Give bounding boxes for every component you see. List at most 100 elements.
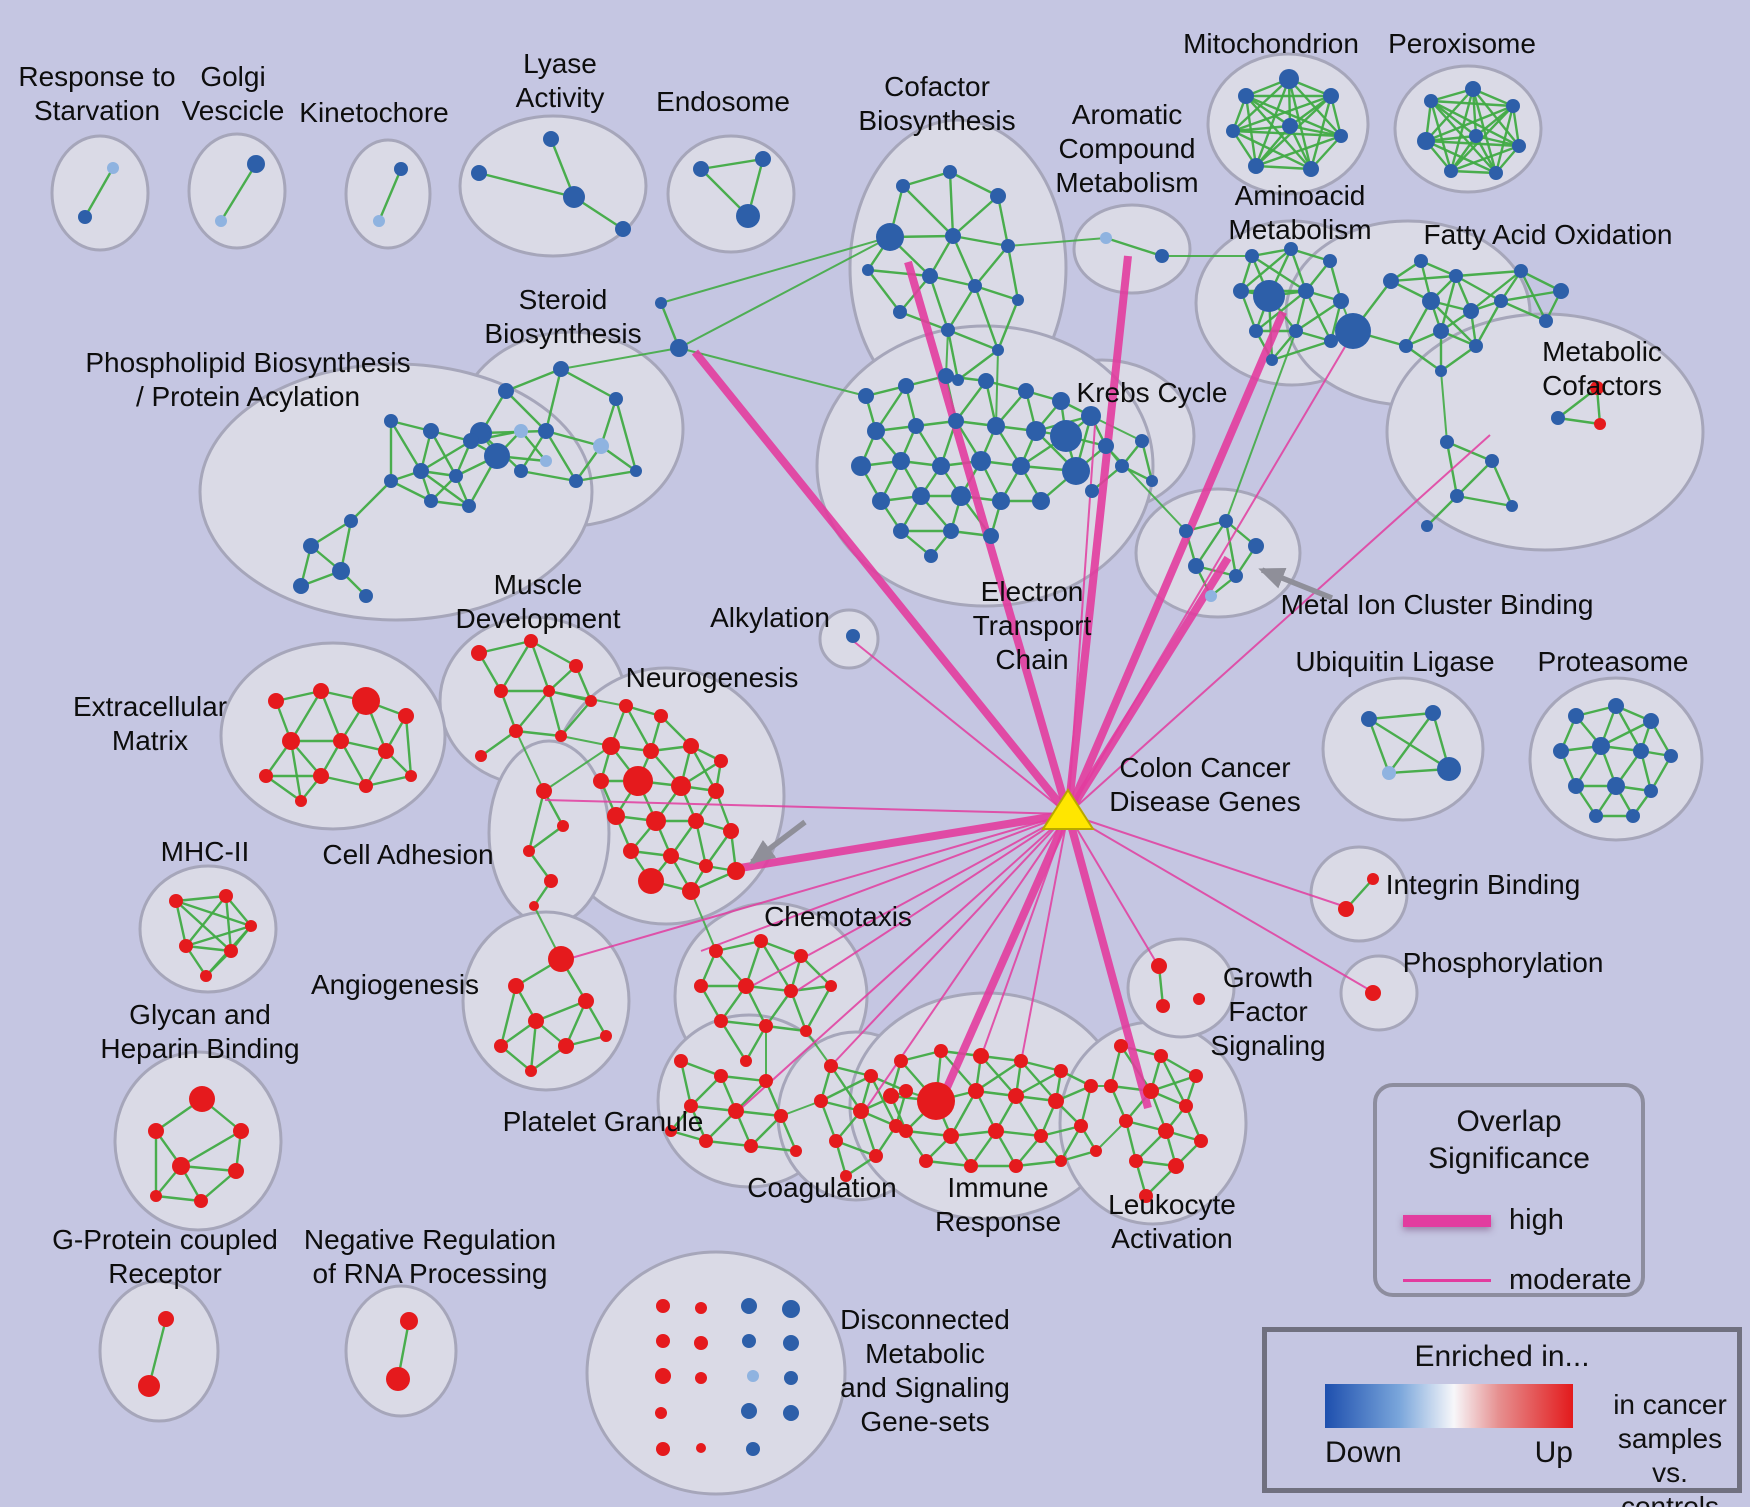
gene-set-overlap-edge (1450, 169, 1497, 175)
disease-overlap-link-moderate (736, 813, 1069, 1113)
gene-set-overlap-edge (1426, 495, 1458, 527)
gene-set-overlap-edge (1439, 275, 1458, 332)
disconnected-gene-sets-gene-set-node (782, 1300, 800, 1318)
gene-set-overlap-edge (1474, 300, 1503, 347)
neurogenesis-gene-set-node (682, 882, 700, 900)
gene-set-overlap-edge (575, 469, 637, 483)
chemotaxis-gene-set-node (754, 934, 768, 948)
glycan-heparin-binding-gene-set-node (233, 1123, 249, 1139)
phospholipid-protein-acylation-region (198, 362, 594, 622)
gene-set-overlap-edge (499, 985, 518, 1047)
muscle-development-gene-set-node (509, 724, 523, 738)
metal-ion-cluster-binding-gene-set-node (1179, 524, 1193, 538)
peroxisome-gene-set-node (1469, 129, 1483, 143)
aminoacid-metabolism-gene-set-node (1266, 354, 1278, 366)
metal-ion-cluster-binding-gene-set-node (1219, 514, 1233, 528)
gene-set-overlap-edge (996, 195, 1010, 247)
gene-set-overlap-edge (804, 985, 833, 1032)
gene-set-overlap-edge (1232, 78, 1290, 132)
fatty-acid-oxidation-gene-set-node (1449, 269, 1463, 283)
gene-set-overlap-edge (1450, 135, 1477, 172)
phospholipid-protein-acylation-gene-set-node (424, 494, 438, 508)
metabolic-connector-gene-set-node (670, 339, 688, 357)
gene-set-overlap-edge (1289, 124, 1342, 138)
fatty-acid-oxidation-gene-set-node (1433, 323, 1449, 339)
disease-overlap-link-high (739, 810, 1069, 872)
enrichment-note: in cancer samples vs. controls (1613, 1389, 1727, 1507)
muscle-development-gene-set-node (555, 730, 567, 742)
g-protein-coupled-receptor-gene-set-node (138, 1375, 160, 1397)
aromatic-compound-metabolism-gene-set-node (1100, 232, 1112, 244)
cofactor-biosynthesis-gene-set-node (922, 268, 938, 284)
gene-set-overlap-edge (185, 895, 227, 947)
metabolic-cofactors-gene-set-node (1450, 489, 1464, 503)
electron-transport-chain-gene-set-node (1062, 457, 1090, 485)
electron-transport-chain-gene-set-node (924, 549, 938, 563)
steroid-biosynthesis-gene-set-node (498, 383, 514, 399)
extracellular-matrix-gene-set-node (398, 708, 414, 724)
enrichment-down-label: Down (1325, 1436, 1402, 1469)
gene-set-overlap-edge (715, 939, 762, 953)
gene-set-overlap-edge (949, 170, 999, 198)
steroid-biosynthesis-gene-set-node (553, 361, 569, 377)
electron-transport-chain-gene-set-node (938, 368, 954, 384)
chemotaxis-gene-set-node (784, 984, 798, 998)
phospholipid-protein-acylation-gene-set-node (484, 443, 510, 469)
immune-response-gene-set-node (1054, 1064, 1068, 1078)
cofactor-biosynthesis-gene-set-node (893, 305, 907, 319)
colon-cancer-disease-genes-node (1041, 788, 1095, 830)
gene-set-overlap-edge (1425, 104, 1514, 143)
neurogenesis-gene-set-node (623, 766, 653, 796)
gene-set-overlap-edge (1388, 712, 1434, 774)
gene-set-overlap-edge (996, 299, 1020, 351)
enrichment-up-label: Up (1534, 1436, 1573, 1469)
phospholipid-protein-acylation-gene-set-node (462, 499, 476, 513)
cofactor-biosynthesis-gene-set-node (941, 323, 955, 337)
gene-set-overlap-edge (390, 479, 432, 503)
phospholipid-protein-acylation-gene-set-node (332, 562, 350, 580)
gene-set-overlap-edge (1600, 719, 1652, 748)
aminoacid-metabolism-gene-set-node (1249, 324, 1263, 338)
peroxisome-gene-set-node (1444, 164, 1458, 178)
inter-cluster-edge (1440, 370, 1448, 443)
gene-set-overlap-edge (1015, 1159, 1062, 1168)
kinetochore-label: Kinetochore (299, 97, 448, 128)
glycan-heparin-binding-gene-set-node (194, 1194, 208, 1208)
high-significance-line-swatch (1403, 1214, 1491, 1227)
electron-transport-chain-gene-set-node (912, 487, 930, 505)
aminoacid-metabolism-gene-set-node (1233, 283, 1249, 299)
gene-set-overlap-edge (527, 790, 546, 852)
chemotaxis-gene-set-node (825, 980, 837, 992)
gene-set-overlap-edge (928, 275, 950, 331)
leukocyte-activation-gene-set-node (1158, 1123, 1174, 1139)
gene-set-overlap-edge (219, 163, 258, 222)
gene-set-overlap-edge (1455, 269, 1522, 278)
fatty-acid-oxidation-gene-set-node (1539, 314, 1553, 328)
mhc-ii-gene-set-node (169, 894, 183, 908)
neurogenesis-gene-set-node (623, 843, 639, 859)
gene-set-overlap-edge (947, 328, 999, 352)
leukocyte-activation-gene-set-node (1143, 1083, 1159, 1099)
disease-overlap-link-moderate (1020, 813, 1069, 1063)
fatty-acid-oxidation-gene-set-node (1553, 283, 1569, 299)
gene-set-overlap-edge (1224, 520, 1238, 577)
gene-set-overlap-edge (529, 640, 551, 692)
immune-response-gene-set-node (964, 1159, 978, 1173)
extracellular-matrix-gene-set-node (405, 770, 417, 782)
gene-set-overlap-edge (1015, 1069, 1062, 1098)
gene-set-overlap-edge (1232, 129, 1342, 138)
immune-response-gene-set-node (1034, 1129, 1048, 1143)
growth-factor-signaling-gene-set-node (1193, 993, 1205, 1005)
gene-set-overlap-edge (1475, 134, 1520, 148)
gene-set-overlap-edge (614, 398, 638, 472)
gene-set-overlap-edge (720, 1019, 767, 1028)
disease-overlap-link-moderate (1067, 434, 1491, 815)
gene-set-overlap-edge (174, 900, 188, 947)
gene-set-overlap-edge (1455, 274, 1502, 303)
leukocyte-activation-gene-set-node (1104, 1079, 1118, 1093)
